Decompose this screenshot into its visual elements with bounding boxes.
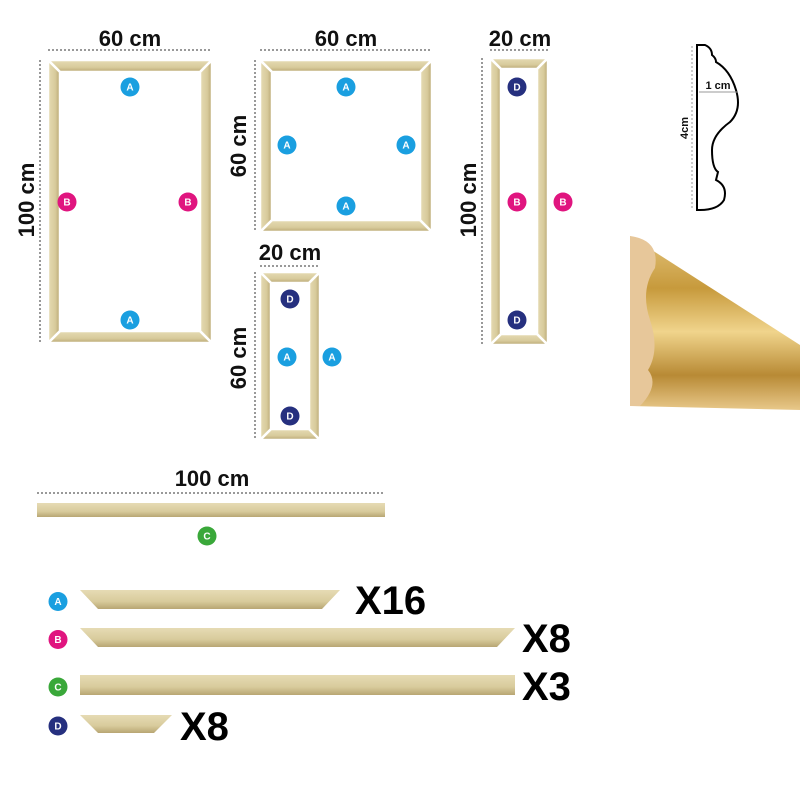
badge-D: D [507, 77, 527, 97]
frame-4: D D A A [256, 268, 342, 444]
legend-row-A: A X16 [48, 579, 426, 623]
frame-2: A A A A [256, 56, 436, 236]
badge-B: B [48, 630, 68, 649]
badge-A: A [322, 347, 342, 367]
frame2-height-label: 60 cm [226, 115, 251, 177]
badge-C: C [197, 526, 217, 546]
badge-B: B [57, 192, 77, 212]
svg-text:D: D [513, 83, 520, 94]
frame1-height-label: 100 cm [14, 163, 39, 238]
svg-text:A: A [342, 202, 349, 213]
frame4-height-label: 60 cm [226, 327, 251, 389]
svg-text:B: B [559, 198, 566, 209]
svg-text:D: D [286, 295, 293, 306]
svg-text:B: B [63, 198, 70, 209]
svg-text:A: A [126, 316, 133, 327]
frame3-width-label: 20 cm [489, 26, 551, 51]
badge-D: D [280, 289, 300, 309]
badge-A: A [396, 135, 416, 155]
legend-piece-D [80, 715, 172, 733]
frame-1: A A B B [44, 56, 216, 347]
frame4-width-label: 20 cm [259, 240, 321, 265]
legend-count-A: X16 [355, 579, 426, 623]
frame-4-right-piece [307, 268, 322, 444]
frame3-height-label: 100 cm [456, 163, 481, 238]
svg-text:C: C [203, 532, 210, 543]
badge-A: A [336, 196, 356, 216]
badge-B: B [507, 192, 527, 212]
frame-3: D D B B [486, 54, 573, 349]
frame2-width-label: 60 cm [315, 26, 377, 51]
profile-outline [696, 44, 739, 211]
badge-D: D [507, 310, 527, 330]
svg-text:D: D [286, 412, 293, 423]
badge-A: A [120, 310, 140, 330]
svg-text:A: A [328, 353, 335, 364]
badge-B: B [553, 192, 573, 212]
svg-text:B: B [513, 198, 520, 209]
legend-row-C: C X3 [48, 665, 571, 709]
frame-1-right-piece [198, 56, 214, 347]
badge-A: A [120, 77, 140, 97]
svg-text:A: A [283, 353, 290, 364]
svg-text:B: B [54, 635, 61, 646]
svg-text:D: D [513, 316, 520, 327]
badge-B: B [178, 192, 198, 212]
molding-3d-image [630, 236, 800, 410]
bar-c-length-label: 100 cm [175, 466, 250, 491]
svg-text:A: A [126, 83, 133, 94]
legend-row-D: D X8 [48, 705, 229, 749]
frame-2-right-piece [418, 56, 434, 236]
svg-text:A: A [402, 141, 409, 152]
legend-piece-B [80, 628, 515, 647]
badge-D: D [280, 406, 300, 426]
frame-2-left-piece [258, 56, 274, 236]
badge-A: A [277, 135, 297, 155]
legend-piece-C [80, 675, 515, 695]
legend-count-B: X8 [522, 617, 571, 661]
frame-1-left-piece [46, 56, 62, 347]
svg-text:D: D [54, 722, 61, 733]
svg-text:A: A [283, 141, 290, 152]
legend-row-B: B X8 [48, 617, 571, 661]
legend-count-D: X8 [180, 705, 229, 749]
bar-c: C [37, 503, 385, 546]
badge-C: C [48, 677, 68, 697]
profile-height-label: 4cm [679, 117, 691, 139]
badge-A: A [48, 592, 68, 611]
badge-A: A [277, 347, 297, 367]
frame-4-left-piece [258, 268, 273, 444]
svg-text:A: A [54, 597, 61, 608]
frame-2-top-piece [256, 58, 436, 74]
svg-text:A: A [342, 83, 349, 94]
frame-3-left-piece [488, 54, 503, 349]
profile-depth-label: 1 cm [705, 80, 730, 92]
frame-3-right-piece [535, 54, 550, 349]
legend-piece-A [80, 590, 340, 609]
frame-1-top-piece [44, 58, 216, 74]
svg-text:C: C [54, 683, 61, 694]
svg-text:B: B [184, 198, 191, 209]
badge-D: D [48, 716, 68, 736]
profile-drawing: 1 cm 4cm [679, 44, 739, 211]
frame-1-bottom-piece [44, 329, 216, 345]
frame-2-bottom-piece [256, 218, 436, 234]
legend-count-C: X3 [522, 665, 571, 709]
frame1-width-label: 60 cm [99, 26, 161, 51]
badge-A: A [336, 77, 356, 97]
